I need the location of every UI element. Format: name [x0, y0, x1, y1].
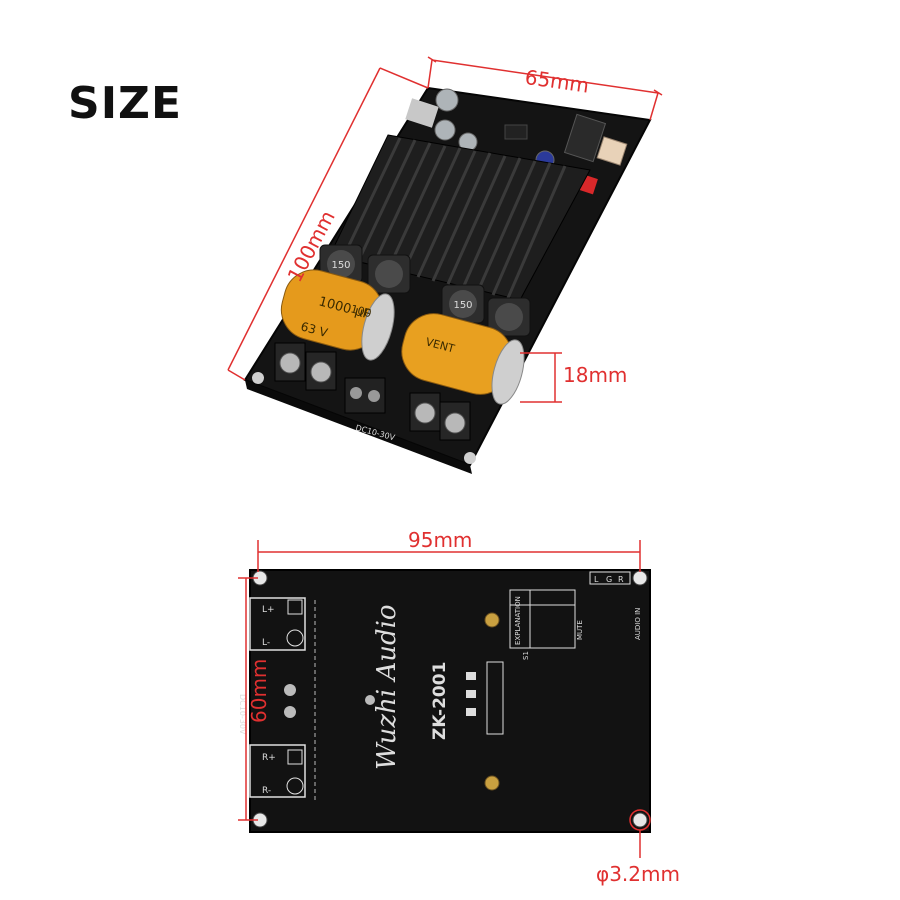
dim-bottom-width: 95mm — [408, 528, 472, 552]
capacitor-left: 1000 µF 63 V 100 — [280, 269, 395, 361]
bottom-dimensions — [238, 540, 651, 858]
svg-text:L-: L- — [262, 638, 270, 648]
dim-top-width: 65mm — [523, 65, 590, 98]
svg-text:100: 100 — [349, 302, 373, 320]
svg-text:L: L — [594, 575, 599, 584]
svg-text:L+: L+ — [262, 605, 275, 615]
top-dimensions — [227, 56, 663, 403]
svg-text:R+: R+ — [262, 753, 276, 763]
svg-text:DC10-30V: DC10-30V — [238, 694, 247, 735]
svg-text:R: R — [618, 575, 624, 584]
svg-text:AUDIO IN: AUDIO IN — [634, 608, 642, 640]
svg-text:S1: S1 — [522, 651, 530, 660]
svg-text:150: 150 — [453, 300, 472, 311]
inductors: 150 150 — [319, 244, 531, 337]
small-capacitor — [435, 88, 459, 112]
dim-hole: φ3.2mm — [596, 862, 680, 886]
svg-text:MUTE: MUTE — [576, 620, 584, 640]
speaker-terminals — [274, 342, 471, 441]
bottom-pcb — [249, 569, 651, 833]
capacitor-right: VENT — [401, 313, 525, 405]
svg-text:R-: R- — [262, 786, 271, 796]
size-title: SIZE — [68, 78, 183, 129]
brand-text: Wuzhi Audio — [372, 604, 402, 770]
input-connector — [596, 136, 628, 166]
heatsink-fins — [341, 137, 567, 299]
svg-text:150: 150 — [331, 260, 350, 271]
usb-connector — [405, 98, 439, 128]
dim-top-height: 18mm — [563, 363, 627, 387]
bottom-view-board: L+ L- R+ R- DC10-30V EXPLANATION S1 MUTE… — [238, 569, 651, 833]
model-text: ZK-2001 — [430, 662, 450, 740]
dim-bottom-height: 60mm — [247, 659, 271, 723]
top-view-board: 150 150 1000 µF 63 V 100 VENT — [243, 86, 652, 474]
audio-jack — [563, 113, 607, 163]
svg-text:G: G — [606, 575, 612, 584]
svg-text:EXPLANATION: EXPLANATION — [514, 596, 522, 645]
